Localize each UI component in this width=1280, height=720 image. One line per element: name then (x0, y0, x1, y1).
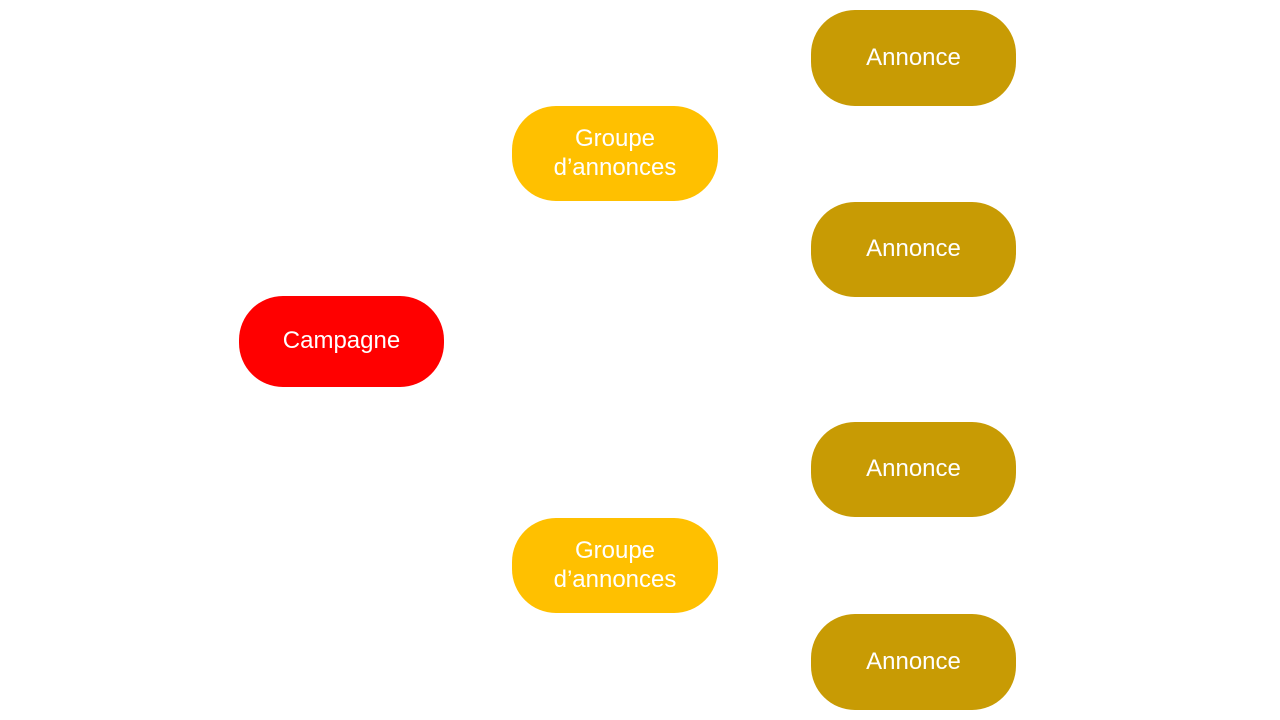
node-campagne-label: Campagne (282, 327, 401, 355)
node-groupe-annonces-1-label: Groupe d’annonces (553, 124, 677, 181)
node-annonce-4: Annonce (811, 614, 1016, 710)
node-annonce-2: Annonce (811, 202, 1016, 297)
node-annonce-1-label: Annonce (866, 43, 961, 71)
node-campagne: Campagne (239, 296, 444, 387)
node-groupe-annonces-2: Groupe d’annonces (512, 518, 718, 613)
node-annonce-1: Annonce (811, 10, 1016, 106)
node-annonce-3-label: Annonce (866, 455, 961, 483)
node-annonce-2-label: Annonce (866, 235, 961, 263)
node-groupe-annonces-1: Groupe d’annonces (512, 106, 718, 201)
node-annonce-4-label: Annonce (866, 647, 961, 675)
node-annonce-3: Annonce (811, 422, 1016, 517)
node-groupe-annonces-2-label: Groupe d’annonces (553, 536, 677, 593)
